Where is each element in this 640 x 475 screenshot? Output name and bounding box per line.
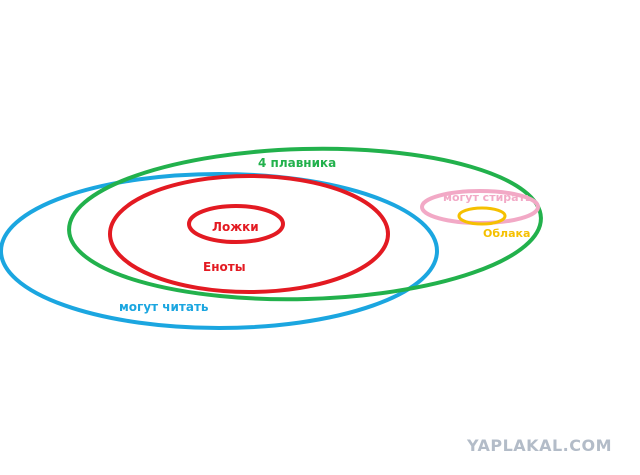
set-spoons-ellipse	[187, 204, 285, 244]
label-clouds: Облака	[483, 227, 530, 240]
set-clouds-ellipse	[457, 206, 507, 226]
label-four-fins: 4 плавника	[258, 156, 336, 170]
label-can-read: могут читать	[119, 300, 209, 314]
site-watermark: YAPLAKAL.COM	[466, 436, 612, 455]
set-can-read-ellipse	[0, 172, 439, 330]
label-can-wash: могут стирать	[443, 191, 532, 204]
label-raccoons: Еноты	[203, 260, 246, 274]
label-spoons: Ложки	[212, 220, 259, 234]
set-raccoons-ellipse	[108, 174, 390, 294]
set-four-fins-ellipse	[67, 146, 543, 302]
